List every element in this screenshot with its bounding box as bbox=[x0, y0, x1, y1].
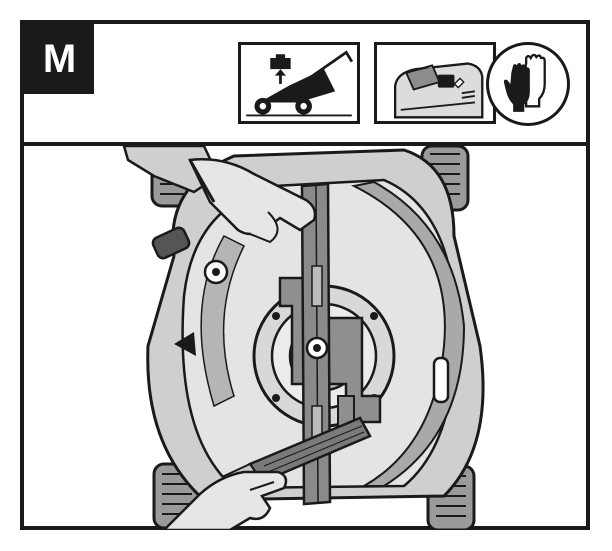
instruction-panel: M bbox=[20, 20, 590, 530]
mower-tilted-remove-battery-icon bbox=[238, 42, 360, 124]
wear-gloves-icon bbox=[486, 42, 570, 126]
blade-sharpening-illustration bbox=[24, 146, 586, 530]
instruction-header: M bbox=[24, 24, 586, 146]
step-letter-badge: M bbox=[24, 24, 94, 94]
battery-pack-remove-icon bbox=[374, 42, 496, 124]
hand-holding-blade bbox=[122, 146, 317, 244]
height-adjust-knob bbox=[151, 226, 191, 260]
hand-holding-file bbox=[162, 470, 288, 530]
